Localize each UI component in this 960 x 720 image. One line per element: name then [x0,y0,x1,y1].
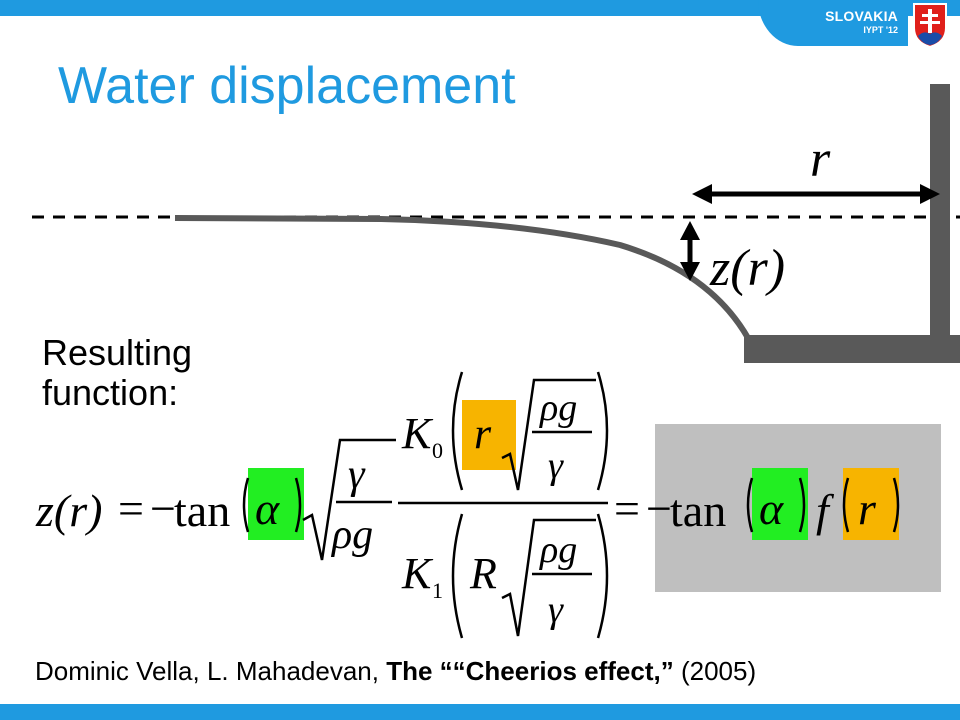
formula-minus-2: − [646,483,672,534]
num-paren-open [451,371,464,491]
gamma-num: γ [348,452,366,498]
formula-alpha-2: α [759,483,784,534]
z-arrow-down-head [680,262,700,281]
formula-lhs: z(r) [35,485,102,536]
meniscus-curve [174,215,751,340]
formula-tan-2: tan [670,485,726,536]
formula-f: f [816,485,835,536]
formula-alpha: α [255,483,280,534]
k0-subscript: 0 [432,438,443,463]
citation-authors: Dominic Vella, L. Mahadevan, [35,656,379,686]
den-paren-close [596,513,609,639]
resulting-label-line1: Resulting [42,332,193,373]
resulting-label-line2: function: [42,372,179,413]
k1-symbol: K [401,549,434,598]
alpha-highlight-right [752,468,808,540]
citation-year: (2005) [680,656,757,686]
brand-block: SLOVAKIA IYPT '12 [825,8,898,35]
den-rho-g: ρg [539,529,577,571]
r-highlight [462,400,516,470]
den-paren-open [451,513,464,639]
bottom-accent-bar [0,704,960,720]
num-paren-close [596,371,609,491]
brand-tab [758,0,908,46]
page-number: 9 [795,686,802,700]
formula-tan: tan [174,485,230,536]
den-gamma: γ [548,589,564,631]
slovak-crest-icon [913,3,947,48]
resulting-function-label: Resulting function: [42,333,192,413]
paren-close-3 [892,477,900,533]
num-r: r [474,409,492,458]
alpha-highlight [248,468,304,540]
formula-r-2: r [858,483,877,534]
paren-open [242,477,250,533]
r-arrow-right-head [920,184,940,204]
formula-equals: = [118,483,144,534]
num-rho-g: ρg [539,387,577,429]
top-accent-bar [0,0,960,16]
sqrt-sign [302,438,396,561]
label-z-of-r: z(r) [709,240,785,297]
label-r: r [810,131,831,188]
brand-country: SLOVAKIA [825,8,898,24]
den-sqrt-sign [501,518,596,637]
paren-close-2 [798,477,806,533]
slide-title: Water displacement [58,57,516,115]
brand-event: IYPT '12 [863,25,898,35]
den-R: R [469,549,497,598]
citation-title: The ““Cheerios effect,” [386,656,674,686]
num-sqrt-sign [501,378,596,491]
z-arrow-up-head [680,221,700,240]
formula-equals-2: = [614,483,640,534]
formula-minus: − [150,483,176,534]
r-arrow-left-head [692,184,712,204]
k0-symbol: K [401,409,434,458]
wall-base [744,335,960,363]
paren-close [294,477,302,533]
k1-subscript: 1 [432,578,443,603]
citation: Dominic Vella, L. Mahadevan, The ““Cheer… [35,656,756,687]
r-highlight-right [843,468,899,540]
num-gamma: γ [548,445,564,487]
paren-open-2 [746,477,754,533]
rho-g-den: ρg [330,512,373,558]
paren-open-3 [842,477,850,533]
wall-vertical [930,84,950,336]
